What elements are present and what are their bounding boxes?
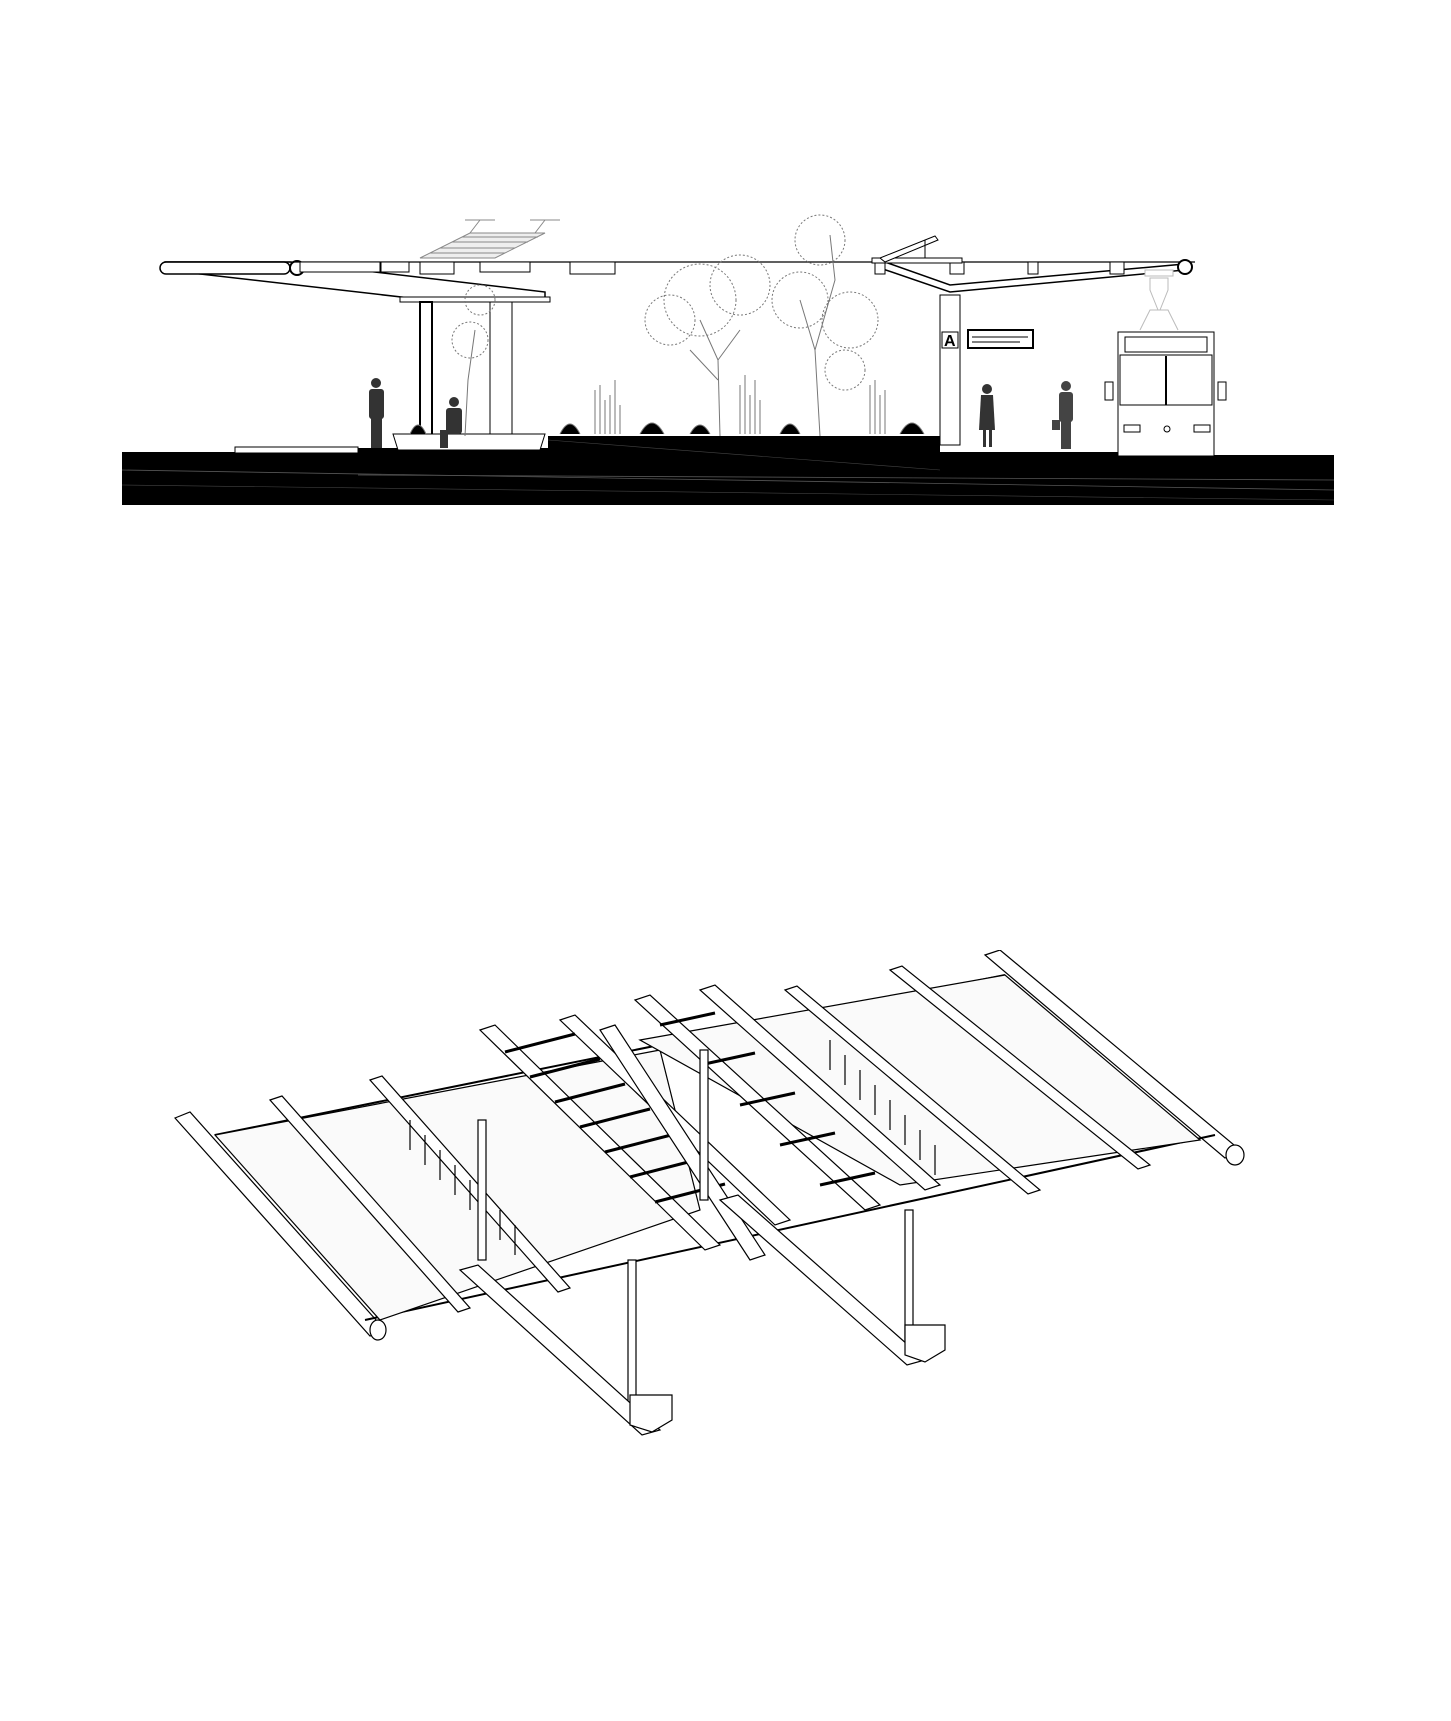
- pantograph: [1139, 269, 1179, 331]
- garden-trees: [451, 214, 879, 437]
- axonometric-svg: [173, 950, 1245, 1436]
- information-sign: A: [941, 329, 1034, 350]
- purlins-right: [783, 965, 1152, 1195]
- section-svg: A: [121, 214, 1335, 505]
- left-canopy: [159, 219, 1195, 445]
- standing-person-right-2: [1052, 381, 1073, 449]
- footing-blocks: [629, 1324, 946, 1433]
- section-elevation-drawing: A: [0, 190, 1451, 520]
- structural-axonometric-drawing: [0, 950, 1451, 1450]
- seated-person: [440, 397, 462, 448]
- ladder-truss-right: [633, 984, 942, 1211]
- bench: [392, 433, 546, 451]
- right-edge-tube-beam: [983, 950, 1245, 1166]
- sign-glyph-a: A: [944, 333, 956, 350]
- standing-person-left: [369, 378, 384, 448]
- standing-person-right-1: [979, 384, 995, 447]
- ground-section: [121, 436, 1335, 505]
- garden-grasses: [409, 375, 925, 435]
- solar-panel-array: [419, 219, 560, 259]
- lower-beams: [458, 1194, 927, 1436]
- trolleybus: [1104, 269, 1227, 457]
- left-edge-tube-beam: [173, 1111, 387, 1341]
